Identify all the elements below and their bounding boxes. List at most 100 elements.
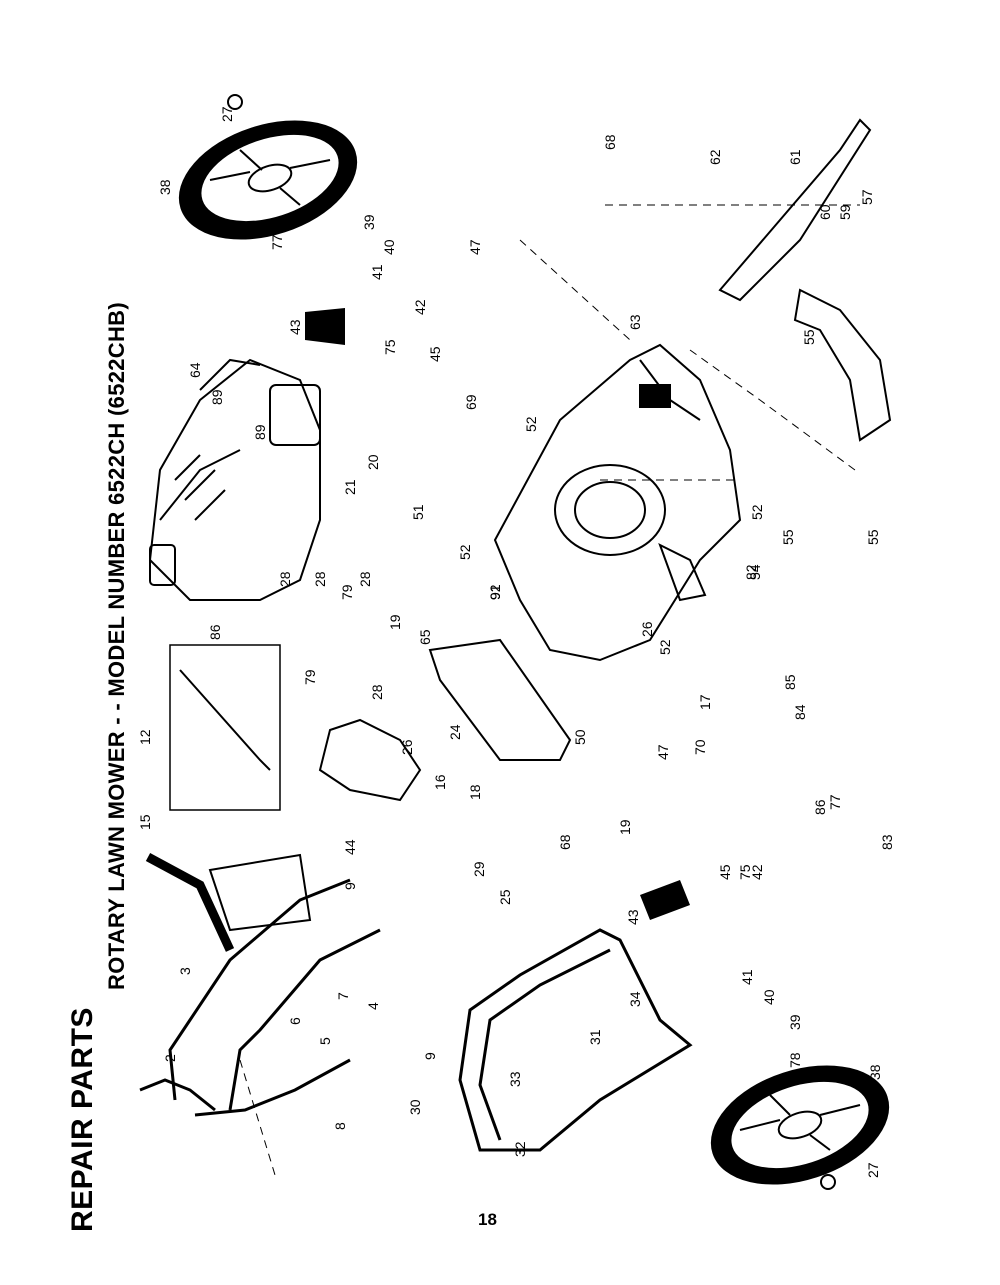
- callout-20: 20: [365, 454, 381, 470]
- callout-68: 68: [557, 834, 573, 850]
- callout-83: 83: [879, 834, 895, 850]
- callout-39: 39: [787, 1014, 803, 1030]
- callout-45: 45: [717, 864, 733, 880]
- callout-79: 79: [339, 584, 355, 600]
- callout-6: 6: [287, 1017, 303, 1025]
- callout-82: 82: [743, 564, 759, 580]
- callout-52: 52: [523, 416, 539, 432]
- callout-84: 84: [792, 704, 808, 720]
- callout-41: 41: [739, 969, 755, 985]
- callout-3: 3: [177, 967, 193, 975]
- callout-labels: 2345678991215161718191920212425262627272…: [137, 106, 895, 1178]
- engine: [148, 358, 321, 601]
- rear-wheel-top: [178, 94, 358, 240]
- callout-43: 43: [625, 909, 641, 925]
- rear-door: [318, 718, 422, 802]
- callout-39: 39: [361, 214, 377, 230]
- chute-deflector: [208, 853, 312, 932]
- callout-28: 28: [357, 571, 373, 587]
- callout-34: 34: [627, 991, 643, 1007]
- callout-52: 52: [749, 504, 765, 520]
- callout-26: 26: [639, 621, 655, 637]
- callout-28: 28: [312, 571, 328, 587]
- callout-77: 77: [269, 234, 285, 250]
- callout-78: 78: [787, 1052, 803, 1068]
- callout-31: 31: [587, 1029, 603, 1045]
- callout-44: 44: [342, 839, 358, 855]
- callout-42: 42: [412, 299, 428, 315]
- callout-50: 50: [572, 729, 588, 745]
- blade: [718, 118, 872, 302]
- callout-27: 27: [865, 1162, 881, 1178]
- callout-54: 54: [747, 564, 763, 580]
- exploded-parts-diagram: 2345678991215161718191920212425262627272…: [137, 94, 895, 1190]
- callout-42: 42: [749, 864, 765, 880]
- callout-30: 30: [407, 1099, 423, 1115]
- callout-27: 27: [219, 106, 235, 122]
- callout-55: 55: [865, 529, 881, 545]
- callout-7: 7: [335, 992, 351, 1000]
- callout-47: 47: [467, 239, 483, 255]
- callout-19: 19: [387, 614, 403, 630]
- callout-55: 55: [780, 529, 796, 545]
- callout-75: 75: [382, 339, 398, 355]
- callout-89: 89: [209, 389, 225, 405]
- rear-skirt: [428, 638, 572, 761]
- callout-28: 28: [369, 684, 385, 700]
- callout-40: 40: [761, 989, 777, 1005]
- callout-64: 64: [187, 362, 203, 378]
- callout-79: 79: [302, 669, 318, 685]
- mulch-plug-box: [169, 644, 281, 811]
- callout-68: 68: [602, 134, 618, 150]
- callout-91: 91: [487, 584, 503, 600]
- callout-15: 15: [137, 814, 153, 830]
- callout-28: 28: [277, 571, 293, 587]
- front-wheel-bottom: [710, 1065, 890, 1190]
- callout-57: 57: [859, 189, 875, 205]
- callout-70: 70: [692, 739, 708, 755]
- callout-41: 41: [369, 264, 385, 280]
- callout-33: 33: [507, 1071, 523, 1087]
- page-number: 18: [478, 1210, 497, 1229]
- callout-32: 32: [512, 1141, 528, 1157]
- callout-19: 19: [617, 819, 633, 835]
- callout-59: 59: [837, 204, 853, 220]
- callout-21: 21: [342, 479, 358, 495]
- adjuster-lever-bottom: [640, 880, 690, 920]
- callout-8: 8: [332, 1122, 348, 1130]
- callout-38: 38: [157, 179, 173, 195]
- callout-69: 69: [463, 394, 479, 410]
- callout-29: 29: [471, 861, 487, 877]
- callout-86: 86: [207, 624, 223, 640]
- callout-52: 52: [457, 544, 473, 560]
- callout-63: 63: [627, 314, 643, 330]
- callout-40: 40: [381, 239, 397, 255]
- callout-89: 89: [252, 424, 268, 440]
- callout-85: 85: [782, 674, 798, 690]
- callout-9: 9: [342, 882, 358, 890]
- callout-86: 86: [812, 799, 828, 815]
- callout-61: 61: [787, 149, 803, 165]
- baffle: [793, 288, 892, 442]
- callout-12: 12: [137, 729, 153, 745]
- assembly-lines: [239, 204, 860, 1176]
- callout-45: 45: [427, 346, 443, 362]
- adjuster-lever-top: [305, 308, 345, 345]
- handle-assembly: [139, 878, 381, 1117]
- callout-92: 92: [487, 584, 503, 600]
- callout-62: 62: [707, 149, 723, 165]
- callout-2: 2: [162, 1054, 178, 1062]
- callout-26: 26: [399, 739, 415, 755]
- callout-24: 24: [447, 724, 463, 740]
- callout-4: 4: [365, 1002, 381, 1010]
- callout-75: 75: [737, 864, 753, 880]
- mower-deck: [493, 343, 742, 662]
- callout-9: 9: [422, 1052, 438, 1060]
- grass-bag-frame: [458, 928, 693, 1152]
- callout-38: 38: [867, 1064, 883, 1080]
- callout-47: 47: [655, 744, 671, 760]
- callout-51: 51: [410, 504, 426, 520]
- callout-17: 17: [697, 694, 713, 710]
- callout-18: 18: [467, 784, 483, 800]
